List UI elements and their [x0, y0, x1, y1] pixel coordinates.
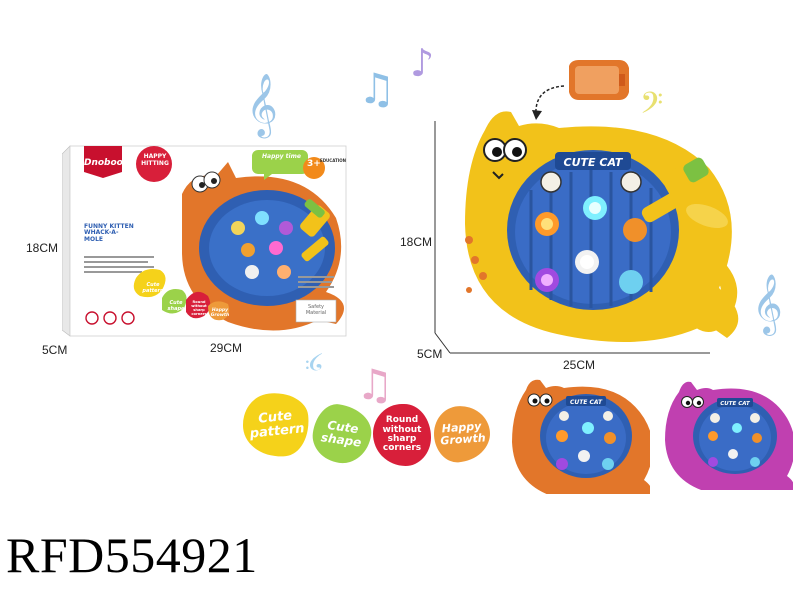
- box-tagline: HAPPY HITTING: [141, 153, 169, 167]
- bass-clef-icon: 𝄢: [305, 340, 325, 375]
- curved-arrow-icon: [528, 80, 568, 122]
- box-title-line: FUNNY KITTEN: [84, 223, 134, 230]
- box-bubble-cute-pattern: Cute pattern: [142, 282, 164, 294]
- feature-label: Cute pattern: [249, 408, 306, 442]
- box-safety-label: Safety Material: [305, 304, 327, 316]
- treble-clef-icon: 𝄞: [752, 274, 783, 334]
- toy-dimension-lines: [434, 121, 710, 354]
- toy-orange-variant: CUTE CAT: [508, 372, 653, 503]
- feature-badge-happy-growth: Happy Growth: [432, 404, 492, 464]
- feature-badge-round-corners: Round without sharp corners: [373, 404, 431, 466]
- feature-label: Round without sharp corners: [382, 415, 422, 454]
- feature-label: Happy Growth: [439, 420, 487, 448]
- box-age-big: 3+: [307, 159, 321, 169]
- treble-clef-icon: 𝄞: [246, 73, 278, 136]
- box-title-line: WHACK-A-: [84, 229, 119, 237]
- box-illustration: [61, 145, 347, 337]
- box-bubble-round: Round without sharp corners: [191, 300, 207, 316]
- feature-badge-cute-shape: Cute shape: [309, 401, 375, 467]
- box-brand: Dnoboor: [84, 158, 128, 168]
- box-bubble-happy-growth: Happy Growth: [210, 308, 230, 318]
- box-title: FUNNY KITTEN WHACK-A- MOLE: [84, 223, 134, 243]
- product-code: RFD554921: [6, 527, 258, 583]
- bass-clef-icon: 𝄢: [640, 87, 664, 128]
- toy-width-label: 25CM: [563, 358, 596, 372]
- toy-yellow-large: CUTE CAT: [445, 100, 745, 350]
- battery-compartment-icon: [563, 58, 633, 102]
- eighth-note-icon: ♪: [410, 41, 435, 85]
- beamed-note-icon: ♫: [356, 360, 394, 409]
- beamed-note-icon: ♫: [358, 64, 396, 113]
- feature-label: Cute shape: [320, 418, 363, 450]
- toy-label-yellow: CUTE CAT: [564, 156, 624, 169]
- box-speech: Happy time: [262, 153, 301, 160]
- box-title-line: MOLE: [84, 235, 103, 243]
- hammer-icon: [641, 157, 728, 229]
- feature-badge-cute-pattern: Cute pattern: [239, 389, 313, 461]
- toy-purple-variant: CUTE CAT: [663, 376, 795, 497]
- box-bubble-cute-shape: Cute shape: [167, 300, 185, 312]
- box-depth-label: 5CM: [42, 343, 68, 357]
- box-age-small: EDUCATION: [320, 158, 346, 163]
- product-box: Dnoboor HAPPY HITTING Happy time 3+ EDUC…: [61, 140, 352, 340]
- box-height-label: 18CM: [26, 241, 59, 255]
- box-width-label: 29CM: [210, 341, 243, 355]
- toy-label-purple: CUTE CAT: [720, 401, 751, 407]
- toy-height-label: 18CM: [400, 235, 433, 249]
- toy-label-orange: CUTE CAT: [570, 399, 603, 406]
- yellow-cat-toy: CUTE CAT: [465, 111, 739, 342]
- toy-depth-label: 5CM: [417, 347, 443, 361]
